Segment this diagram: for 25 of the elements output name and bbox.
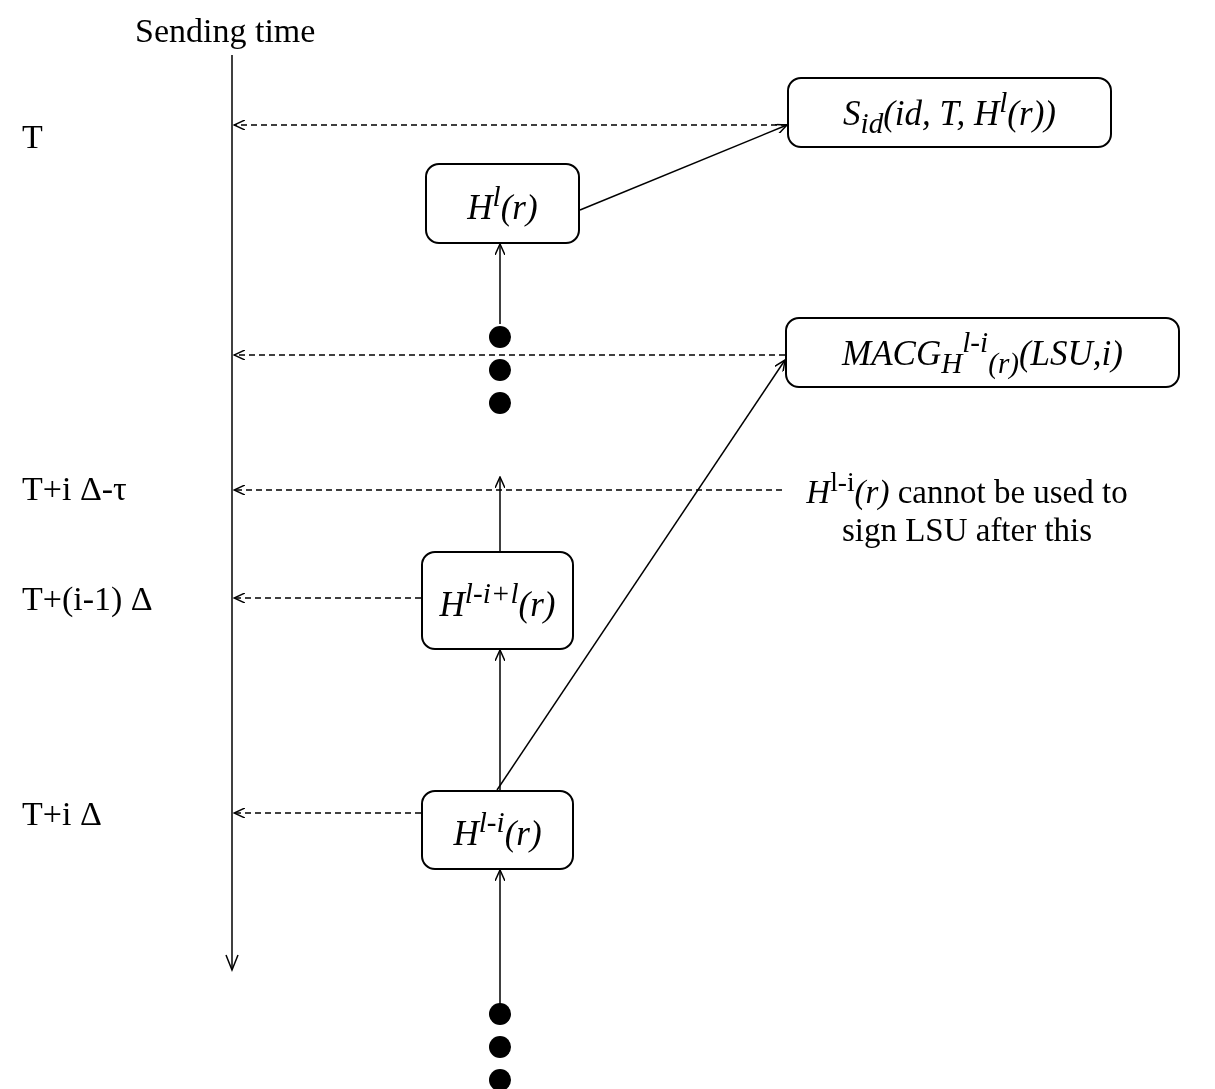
time-label: T+(i-1) Δ	[22, 580, 153, 618]
value-box	[425, 163, 580, 244]
arrow	[233, 349, 786, 361]
value-box	[421, 551, 574, 650]
arrow	[494, 649, 506, 791]
time-label: T	[22, 118, 43, 156]
arrow	[579, 123, 788, 211]
arrow	[233, 484, 783, 496]
time-label: T+i Δ	[22, 795, 102, 833]
value-box	[785, 317, 1180, 388]
arrow	[233, 807, 422, 819]
arrow	[494, 869, 506, 1006]
arrow	[496, 359, 786, 791]
formula: H$^{l}$(r)	[467, 179, 538, 228]
value-box	[421, 790, 574, 870]
formula: S$_{id}$(id, T, H$^{l}$(r))	[843, 86, 1056, 139]
formula: H$^{l-i+l}$(r)	[439, 576, 556, 625]
axis-title: Sending time	[135, 12, 316, 50]
annotation-text: H$^{l-i}$(r) cannot be used to sign LSU after this	[805, 466, 1129, 550]
arrow	[494, 243, 506, 325]
value-box	[787, 77, 1112, 148]
time-label: T+i Δ-τ	[22, 470, 127, 508]
formula: H$^{l-i}$(r)	[453, 806, 542, 854]
arrow	[494, 476, 506, 552]
arrow	[233, 592, 422, 604]
